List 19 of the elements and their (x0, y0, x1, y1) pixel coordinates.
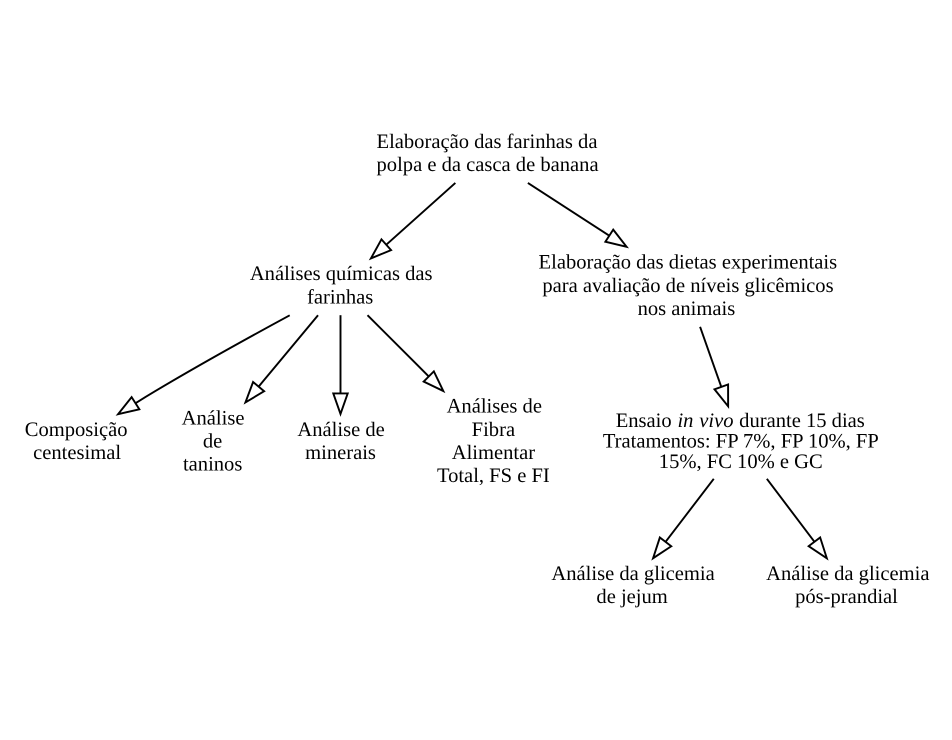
arrow (368, 182, 456, 260)
arrow (243, 314, 318, 404)
arrow (526, 182, 628, 248)
node-text: Ensaio in vivo durante 15 dias Tratamentos: FP 7%, FP 10%, FP 15%, FC 10% e GC (602, 409, 878, 472)
node-text: Elaboração das dietas experimentais para avaliação de níveis glicêmicos nos animais (538, 251, 837, 320)
node-text: Elaboração das farinhas da polpa e da casca de banana (376, 130, 598, 176)
node-text: Análise da glicemia pós-prandial (766, 562, 929, 608)
arrow (650, 478, 714, 560)
arrow (331, 314, 349, 416)
node-text: Análise da glicemia de jejum (550, 562, 714, 608)
node-text: Análises de Fibra Alimentar Total, FS e FI (436, 395, 550, 487)
arrow (698, 326, 729, 409)
arrow (366, 314, 445, 393)
arrow (766, 478, 828, 560)
node-text: Análise de minerais (296, 418, 384, 464)
node-text: Análises químicas das farinhas (249, 262, 432, 308)
arrow (115, 314, 290, 416)
node-text: Análise de taninos (181, 406, 244, 476)
node-text: Composição centesimal (24, 418, 128, 464)
